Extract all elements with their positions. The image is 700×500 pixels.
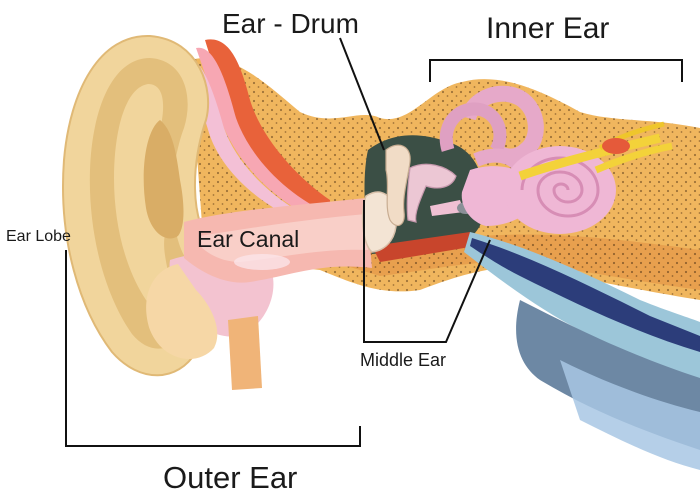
annotation-lines — [65, 37, 683, 447]
eardrum-leader — [339, 37, 385, 151]
eustachian-tube — [464, 232, 700, 470]
outer-ear-bracket — [65, 250, 361, 447]
inner-ear-label: Inner Ear — [486, 12, 610, 45]
ear-drum-label: Ear - Drum — [222, 8, 359, 39]
auditory-nerve — [518, 121, 673, 181]
ear-canal-label: Ear Canal — [197, 226, 300, 252]
ear-lobe-label: Ear Lobe — [6, 228, 71, 245]
ear-canal-tube — [184, 198, 372, 283]
inner-ear-bracket — [429, 59, 683, 82]
middle-ear-bracket — [363, 200, 491, 343]
middle-ear-label: Middle Ear — [360, 350, 447, 370]
ossicles — [385, 144, 475, 227]
outer-ear-label: Outer Ear — [163, 460, 298, 495]
